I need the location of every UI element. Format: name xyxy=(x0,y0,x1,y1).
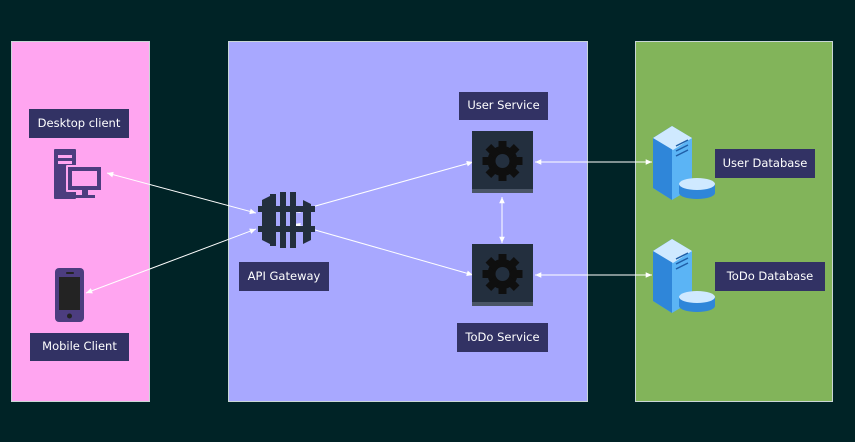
database-server-icon[interactable] xyxy=(653,126,715,200)
connector-gateway-userservice[interactable] xyxy=(293,160,474,214)
database-server-icon[interactable] xyxy=(653,239,715,313)
todo-service-label[interactable]: ToDo Service xyxy=(457,323,548,352)
user-database-label[interactable]: User Database xyxy=(715,149,815,178)
connector-desktop-gateway[interactable] xyxy=(106,171,257,215)
connectors xyxy=(85,159,652,294)
user-service-label[interactable]: User Service xyxy=(459,92,548,120)
gear-shape-user xyxy=(482,141,523,181)
todo-database-label[interactable]: ToDo Database xyxy=(715,262,825,291)
gear-icon[interactable] xyxy=(472,244,533,306)
mobile-phone-icon[interactable] xyxy=(55,268,84,322)
desktop-client-label[interactable]: Desktop client xyxy=(29,109,129,138)
gear-icon[interactable] xyxy=(472,131,533,193)
mobile-client-label[interactable]: Mobile Client xyxy=(30,333,129,361)
api-gateway-label[interactable]: API Gateway xyxy=(239,262,329,291)
api-gateway-icon[interactable] xyxy=(258,192,315,248)
connector-gateway-todoservice[interactable] xyxy=(293,223,474,276)
desktop-computer-icon[interactable] xyxy=(54,149,103,199)
gear-shape-todo xyxy=(482,254,523,294)
data-panel xyxy=(635,41,833,402)
connector-mobile-gateway[interactable] xyxy=(85,228,257,294)
